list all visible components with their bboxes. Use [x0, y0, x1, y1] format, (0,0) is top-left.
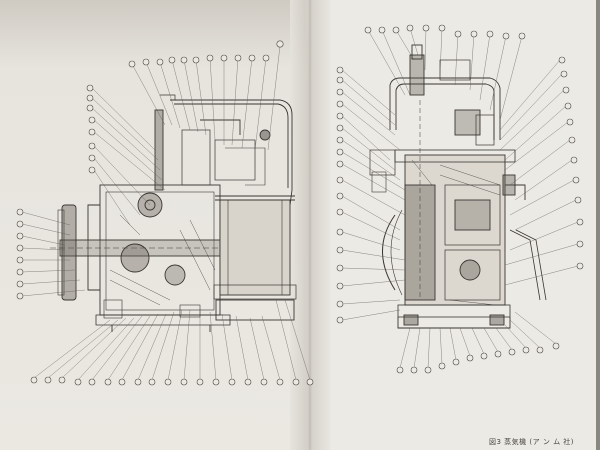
right-sectional-drawing — [369, 44, 547, 329]
left-sectional-drawing — [50, 94, 297, 332]
figure-caption: 図3 蒸気機 (ア ン ム 社) — [489, 438, 575, 446]
right-callout-circles — [336, 24, 584, 374]
left-leader-lines — [21, 45, 311, 381]
left-callout-circles — [16, 40, 314, 386]
gutter-shadow — [290, 0, 330, 450]
left-page — [0, 0, 312, 450]
right-leader-lines — [341, 27, 579, 369]
page-edge — [596, 0, 600, 450]
